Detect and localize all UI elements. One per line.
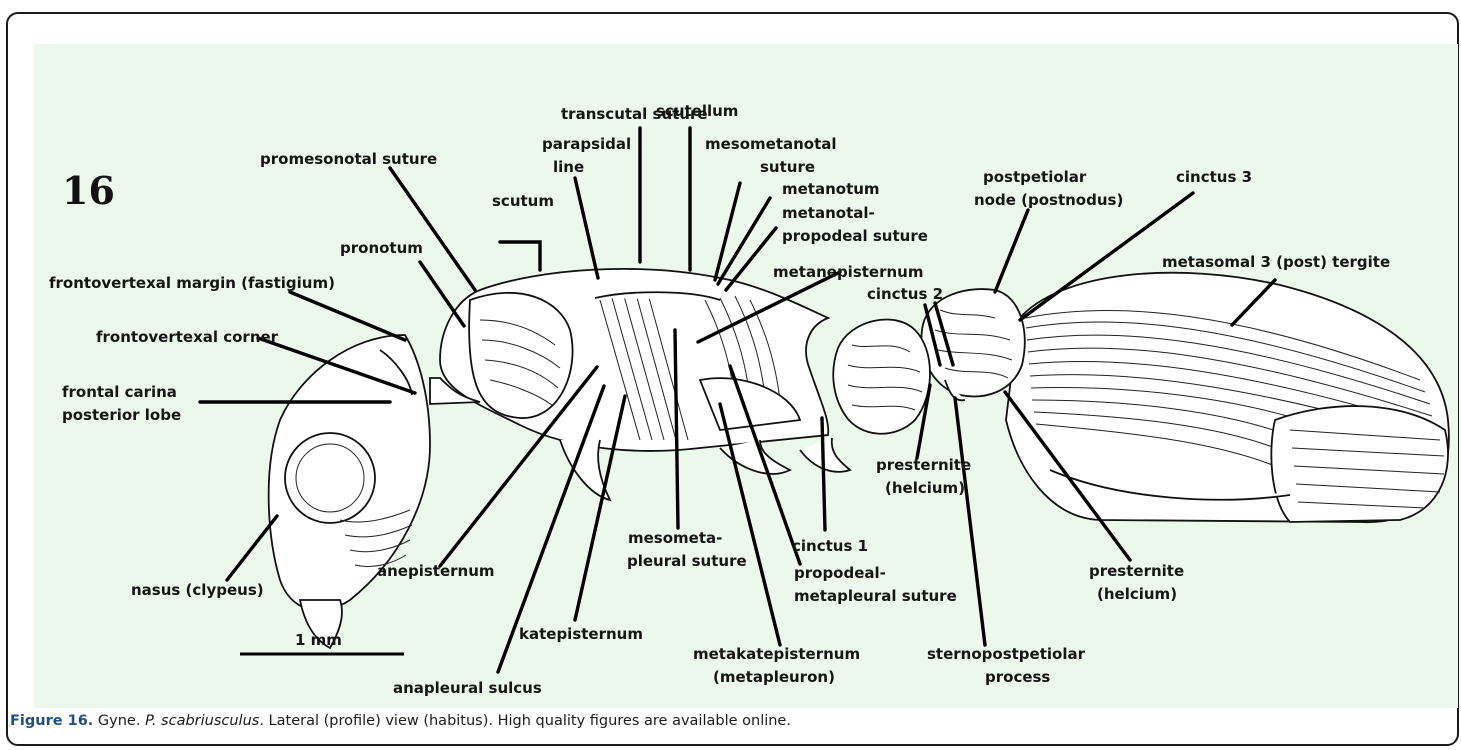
petiole-outline: [833, 320, 930, 434]
label-cinctus-1: cinctus 1: [792, 537, 868, 555]
label-anapleural-sulcus: anapleural sulcus: [393, 679, 542, 697]
label-parapsidal-line-2: line: [553, 158, 584, 176]
label-mesometapleural-suture-2: pleural suture: [627, 552, 747, 570]
caption-species: P. scabriusculus: [145, 713, 259, 729]
label-frontal-carina-1: frontal carina: [62, 383, 177, 401]
label-metanotal-propodeal-suture-1: metanotal-: [782, 204, 875, 222]
eye-outline: [285, 433, 375, 523]
caption-text-2: . Lateral (profile) view (habitus). High…: [259, 713, 791, 729]
label-cinctus-3: cinctus 3: [1176, 168, 1252, 186]
label-mesometanotal-suture-1: mesometanotal: [705, 135, 837, 153]
label-anepisternum: anepisternum: [377, 562, 495, 580]
label-scutellum: scutellum: [656, 102, 738, 120]
caption-text-1: Gyne.: [93, 713, 145, 729]
label-metanotal-propodeal-suture-2: propodeal suture: [782, 227, 928, 245]
label-nasus: nasus (clypeus): [131, 581, 264, 599]
label-propodeal-metapleural-suture-2: metapleural suture: [794, 587, 957, 605]
label-postpetiolar-node-1: postpetiolar: [983, 168, 1087, 186]
label-scutum: scutum: [492, 192, 554, 210]
label-mesometanotal-suture-2: suture: [760, 158, 815, 176]
label-promesonotal-suture: promesonotal suture: [260, 150, 437, 168]
label-parapsidal-line-1: parapsidal: [542, 135, 631, 153]
label-metanepisternum: metanepisternum: [773, 263, 923, 281]
label-sternopostpetiolar-2: process: [985, 668, 1050, 686]
label-katepisternum: katepisternum: [519, 625, 643, 643]
label-frontal-carina-2: posterior lobe: [62, 406, 181, 424]
figure-number: 16: [62, 168, 115, 213]
label-presternite-upper-1: presternite: [876, 456, 971, 474]
label-propodeal-metapleural-suture-1: propodeal-: [794, 564, 886, 582]
caption-figure-label: Figure 16.: [10, 713, 93, 729]
label-metanotum: metanotum: [782, 180, 880, 198]
label-presternite-right-2: (helcium): [1097, 585, 1177, 603]
label-pronotum: pronotum: [340, 239, 423, 257]
label-postpetiolar-node-2: node (postnodus): [974, 191, 1123, 209]
label-mesometapleural-suture-1: mesometa-: [628, 529, 722, 547]
label-metakatepisternum-2: (metapleuron): [713, 668, 835, 686]
figure-caption: Figure 16. Gyne. P. scabriusculus. Later…: [10, 713, 791, 729]
label-presternite-right-1: presternite: [1089, 562, 1184, 580]
label-sternopostpetiolar-1: sternopostpetiolar: [927, 645, 1086, 663]
scale-bar-label: 1 mm: [295, 631, 342, 649]
label-metasomal-3-tergite: metasomal 3 (post) tergite: [1162, 253, 1390, 271]
label-presternite-upper-2: (helcium): [885, 479, 965, 497]
label-cinctus-2: cinctus 2: [867, 285, 943, 303]
label-frontovertexal-corner: frontovertexal corner: [96, 328, 279, 346]
label-metakatepisternum-1: metakatepisternum: [693, 645, 860, 663]
label-frontovertexal-margin: frontovertexal margin (fastigium): [49, 274, 335, 292]
